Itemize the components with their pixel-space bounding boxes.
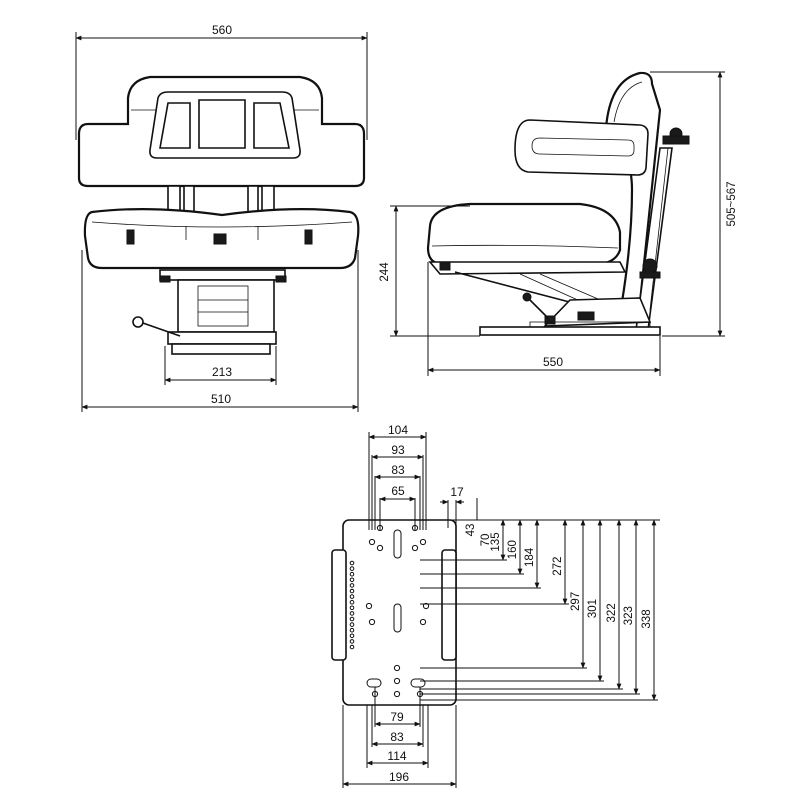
mounting-hole (376, 544, 384, 552)
dim-vertical-184: 184 (524, 547, 536, 567)
dim-vertical-272: 272 (552, 557, 564, 576)
right-rail (441, 549, 457, 661)
dim-base-width: 510 (211, 392, 231, 406)
front-suspension (132, 269, 287, 355)
rail-hole (349, 622, 355, 627)
rail-hole (349, 605, 355, 611)
mounting-hole (393, 664, 401, 672)
dim-vertical-323: 323 (623, 606, 635, 625)
rail-hole (349, 611, 355, 616)
dim-vertical-135: 135 (490, 532, 502, 551)
dim-top-93: 93 (391, 443, 405, 457)
dim-seat-height: 244 (379, 262, 391, 282)
dim-overall-width: 560 (212, 23, 232, 37)
mounting-hole (411, 544, 419, 552)
rail-hole (349, 566, 355, 571)
dim-vertical-297: 297 (570, 592, 582, 611)
dim-vertical-301: 301 (587, 599, 599, 618)
rail-hole (349, 599, 355, 605)
dim-backrest-height: 505~567 (726, 181, 738, 226)
dim-depth: 550 (543, 355, 563, 369)
dim-mount-width: 213 (212, 365, 232, 379)
dim-vertical-160: 160 (507, 540, 519, 559)
front-view: 560 (75, 23, 368, 412)
left-rail (331, 549, 347, 661)
rail-hole (349, 644, 355, 650)
dim-17: 17 (450, 485, 464, 499)
side-view: 244 505~567 550 (379, 71, 738, 376)
base-plate-view: 104 93 83 65 17 43 70 135 160 184 272 297 301… (331, 423, 660, 788)
rail-hole (349, 627, 355, 633)
dim-vertical-338: 338 (641, 609, 653, 628)
mounting-hole (368, 618, 376, 626)
dim-top-83: 83 (391, 463, 405, 477)
rail-hole (349, 594, 355, 599)
rail-hole (349, 616, 355, 622)
rail-hole (349, 639, 355, 644)
rail-hole (349, 571, 355, 577)
mounting-hole (368, 538, 376, 546)
rail-hole (349, 560, 355, 566)
rail-hole (349, 588, 355, 594)
dim-70: 70 (480, 534, 492, 547)
side-seat-cushion (426, 202, 622, 266)
dim-bottom-196: 196 (389, 770, 409, 784)
dim-top-104: 104 (388, 423, 408, 437)
rail-hole (349, 577, 355, 583)
mounting-hole (419, 538, 427, 546)
mounting-hole (419, 618, 427, 626)
dim-43: 43 (465, 524, 477, 537)
dim-vertical-322: 322 (606, 603, 618, 622)
dim-bottom-79: 79 (390, 710, 404, 724)
side-armrest (514, 119, 649, 176)
rail-hole (349, 633, 355, 639)
mounting-hole (422, 602, 430, 610)
dim-bottom-114: 114 (387, 749, 406, 763)
rail-hole (349, 583, 355, 588)
mounting-hole (365, 602, 373, 610)
mounting-hole (393, 677, 401, 685)
dim-bottom-83: 83 (390, 730, 404, 744)
dim-top-65: 65 (391, 484, 405, 498)
mounting-hole (393, 690, 401, 698)
